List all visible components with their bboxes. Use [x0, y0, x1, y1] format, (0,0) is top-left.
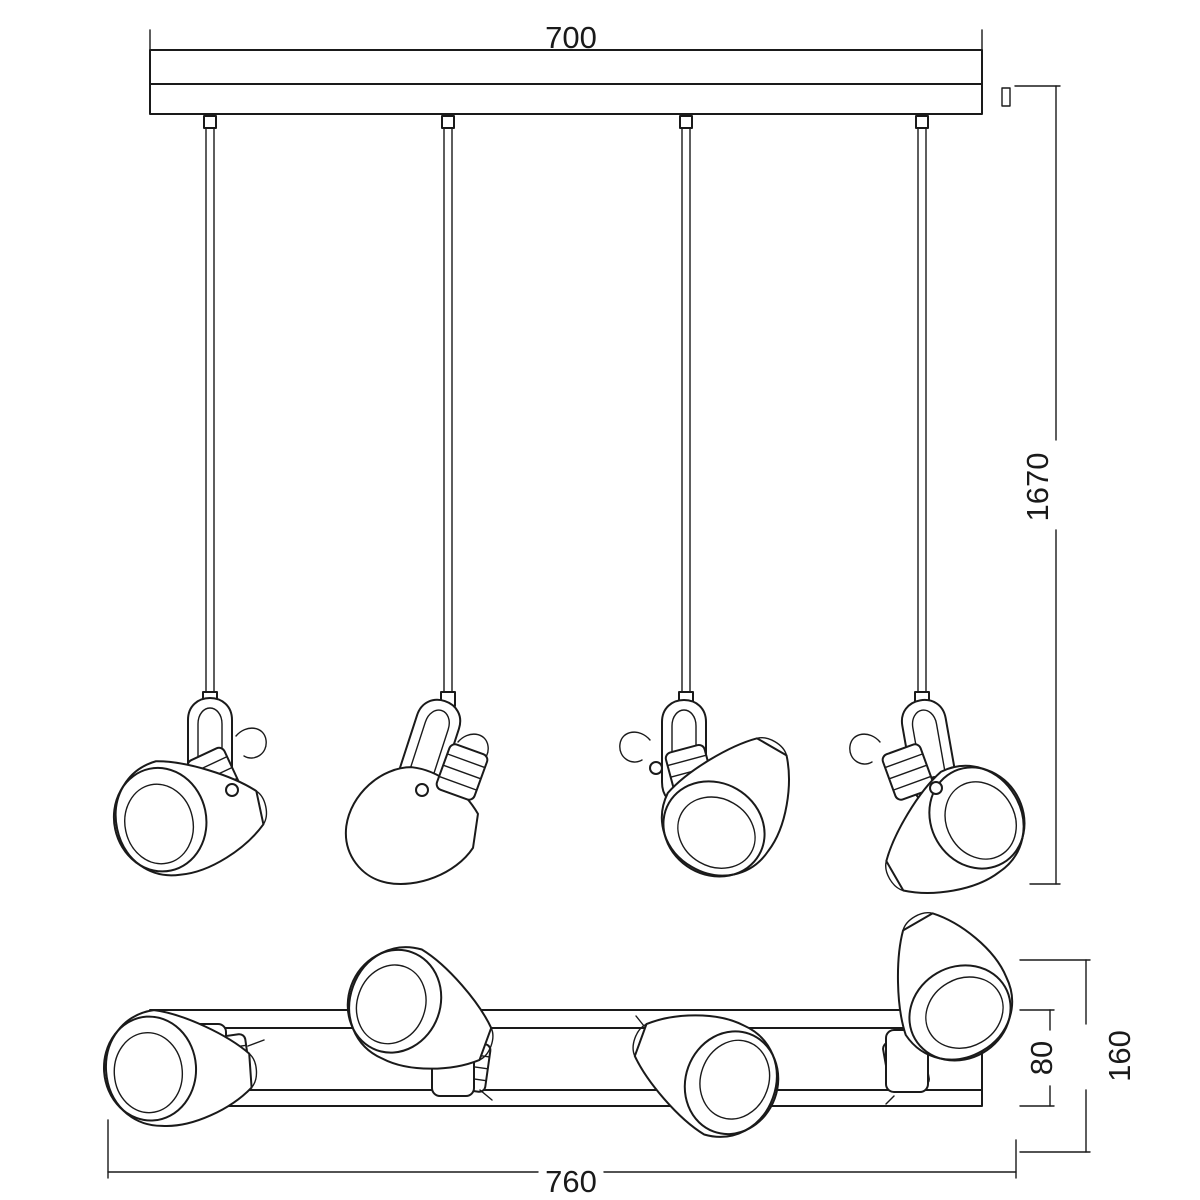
canopy-width-dimension: 700	[149, 20, 983, 55]
base-depth-dimension: 160	[1019, 959, 1137, 1153]
base-bar	[149, 1009, 983, 1107]
pendant-3	[619, 115, 819, 900]
pendant-4	[849, 115, 1046, 922]
bar-depth-label: 80	[1024, 1041, 1059, 1075]
canopy-bar	[149, 49, 983, 115]
total-height-label: 1670	[1020, 453, 1055, 522]
base-length-dimension: 760	[107, 1119, 1017, 1199]
spot-4	[855, 890, 1035, 1105]
canopy-width-label: 700	[545, 20, 597, 55]
base-length-label: 760	[545, 1164, 597, 1199]
spot-3	[611, 990, 796, 1154]
total-height-dimension: 1670	[1014, 85, 1061, 885]
top-view: 760 160 80	[99, 890, 1137, 1199]
base-depth-label: 160	[1102, 1030, 1137, 1082]
spot-2	[330, 930, 515, 1101]
pendant-2	[333, 115, 491, 904]
front-elevation: 700 1670	[102, 20, 1061, 922]
bar-depth-dimension: 80	[1019, 1009, 1059, 1107]
pendant-1	[102, 115, 278, 888]
spot-1	[99, 1002, 265, 1132]
